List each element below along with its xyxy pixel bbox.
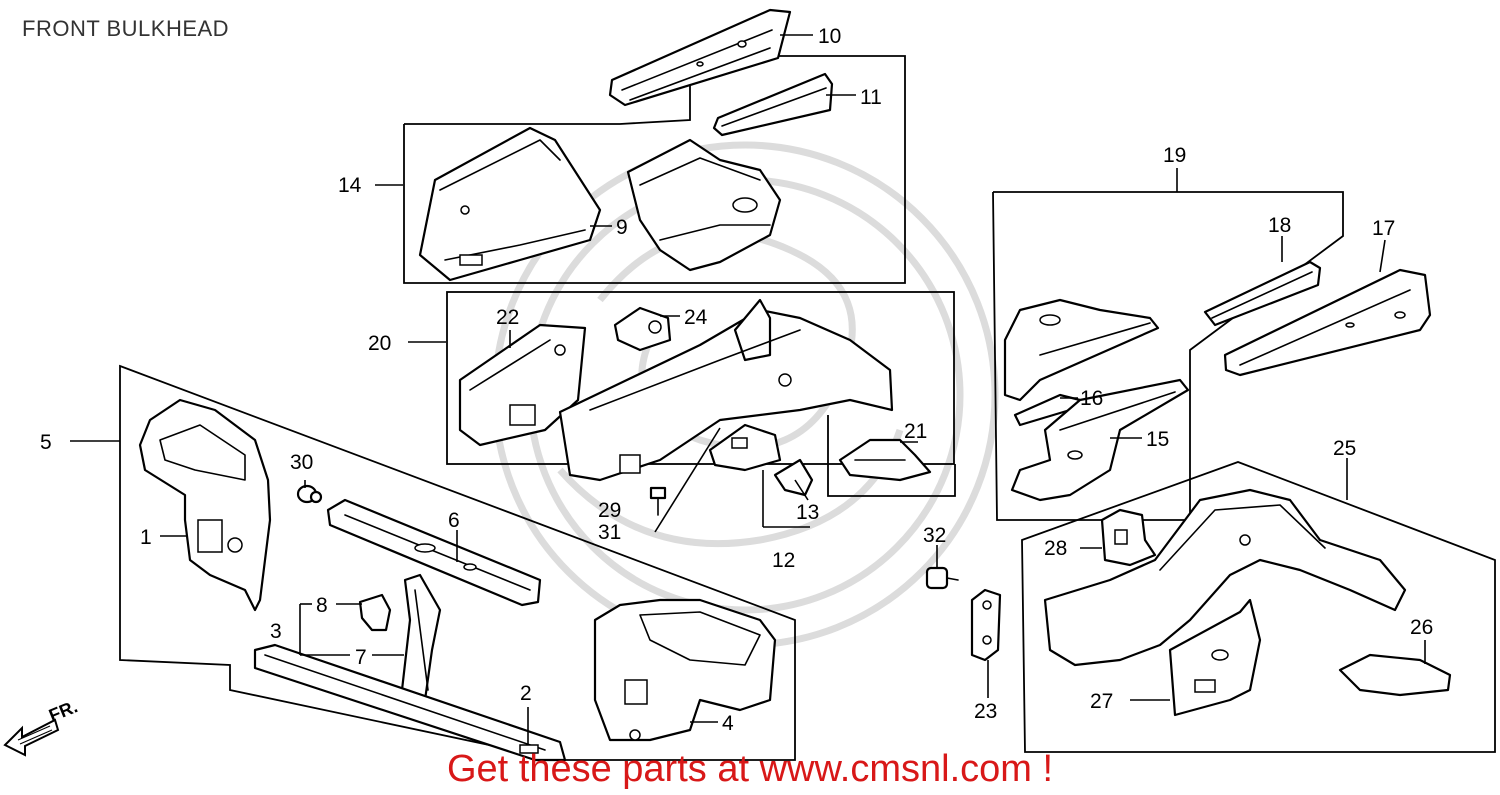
callout-1: 1 xyxy=(140,526,152,549)
part-25-front-frame xyxy=(1043,488,1407,667)
part-19-wheelhouse xyxy=(1003,298,1160,402)
callout-2: 2 xyxy=(520,682,532,705)
part-13-bracket xyxy=(773,458,814,497)
callout-8: 8 xyxy=(316,594,328,617)
grommet-32 xyxy=(925,566,959,590)
part-11-rail-extension xyxy=(712,72,834,137)
callout-10: 10 xyxy=(818,25,841,48)
callout-20: 20 xyxy=(368,332,391,355)
callout-25: 25 xyxy=(1333,437,1356,460)
callout-30: 30 xyxy=(290,451,313,474)
callout-9: 9 xyxy=(616,216,628,239)
part-26-bracket xyxy=(1338,653,1452,697)
callout-17: 17 xyxy=(1372,217,1395,240)
callout-28: 28 xyxy=(1044,537,1067,560)
part-15-rail xyxy=(1010,378,1190,502)
part-7-stay xyxy=(400,573,442,710)
bolt-29 xyxy=(649,486,667,516)
part-2-lower-crossmember xyxy=(253,643,567,762)
leader-lines xyxy=(70,34,1426,745)
callout-27: 27 xyxy=(1090,690,1113,713)
part-10-upper-rail xyxy=(608,8,792,107)
callout-21: 21 xyxy=(904,420,927,443)
callout-19: 19 xyxy=(1163,144,1186,167)
part-8-bracket xyxy=(358,593,392,632)
callout-4: 4 xyxy=(722,712,734,735)
callout-12: 12 xyxy=(772,549,795,572)
part-12-bracket xyxy=(708,423,782,472)
callout-6: 6 xyxy=(448,509,460,532)
part-18-rail xyxy=(1203,260,1322,327)
callout-24: 24 xyxy=(684,306,708,329)
part-28-mount xyxy=(1100,508,1157,567)
part-20-apron xyxy=(558,298,894,482)
part-24-mount xyxy=(613,306,672,352)
front-direction-arrow-icon xyxy=(3,718,60,757)
part-22-bracket xyxy=(458,323,587,447)
part-27-panel xyxy=(1168,598,1262,717)
callout-32: 32 xyxy=(923,524,946,547)
part-4-right-frame xyxy=(593,598,777,742)
callout-26: 26 xyxy=(1410,616,1433,639)
callout-15: 15 xyxy=(1146,428,1169,451)
part-6-upper-crossmember xyxy=(326,498,542,607)
part-1-left-frame xyxy=(138,398,272,612)
callout-18: 18 xyxy=(1268,214,1291,237)
callout-14: 14 xyxy=(338,174,362,197)
callout-13: 13 xyxy=(796,501,819,524)
callout-11: 11 xyxy=(860,86,882,109)
part-21-gusset xyxy=(838,438,932,482)
callout-5: 5 xyxy=(40,431,52,454)
callout-7: 7 xyxy=(355,646,367,669)
group-frame-19 xyxy=(992,191,1344,521)
part-17-side-rail xyxy=(1223,268,1432,377)
group-frame-14 xyxy=(403,55,906,284)
part-9-wheelhouse xyxy=(626,138,782,272)
callout-labels: 10 11 14 9 20 22 24 21 19 18 17 16 15 25… xyxy=(40,25,1433,735)
group-frame-20 xyxy=(446,291,955,465)
front-arrow-label: FR. xyxy=(46,696,80,725)
page-title: FRONT BULKHEAD xyxy=(22,16,230,41)
part-14-left-wheelhouse xyxy=(418,126,602,282)
callout-16: 16 xyxy=(1080,387,1103,410)
footer-promo-link[interactable]: Get these parts at www.cmsnl.com ! xyxy=(446,748,1054,790)
part-23-plate xyxy=(970,588,1002,662)
callout-31: 31 xyxy=(598,521,621,544)
callout-22: 22 xyxy=(496,306,519,329)
group-frame-25 xyxy=(1021,461,1496,753)
group-frame-5 xyxy=(119,364,796,761)
callout-29: 29 xyxy=(598,499,621,522)
clip-30 xyxy=(296,484,323,504)
group-frame-21 xyxy=(827,415,956,497)
callout-3: 3 xyxy=(270,620,282,643)
callout-23: 23 xyxy=(974,700,997,723)
